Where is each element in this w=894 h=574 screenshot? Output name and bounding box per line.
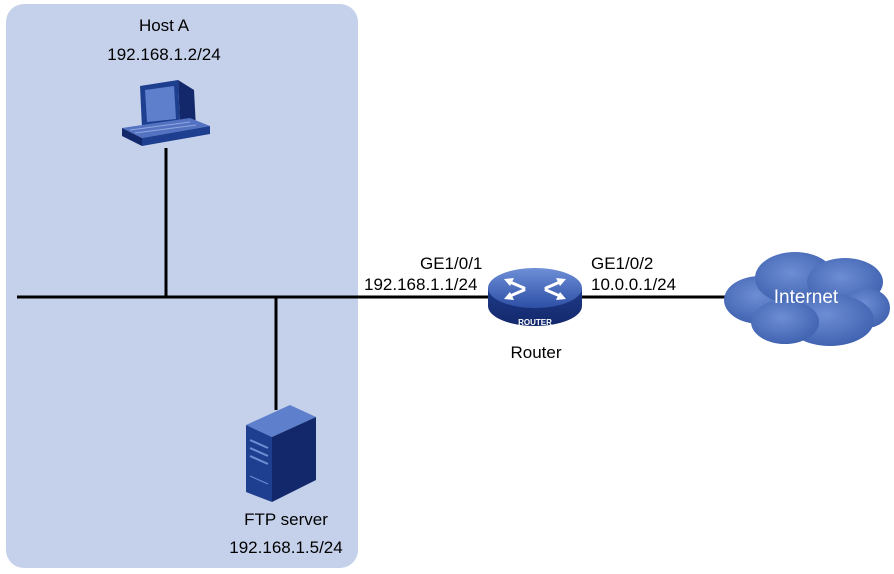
host-a-name: Host A [138, 16, 190, 35]
router-if2-name: GE1/0/2 [591, 254, 654, 273]
ftp-server-ip: 192.168.1.5/24 [229, 538, 343, 557]
links [17, 148, 726, 410]
internet-label: Internet [773, 287, 839, 308]
ftp-server-name: FTP server [244, 510, 328, 529]
host-a-ip: 192.168.1.2/24 [107, 45, 221, 64]
router-if1-ip: 192.168.1.1/24 [364, 275, 478, 294]
router-icon [488, 268, 582, 326]
router-if1-name: GE1/0/1 [420, 254, 483, 273]
router-name: Router [510, 343, 562, 362]
ftp-server-icon [246, 405, 316, 502]
router-badge: ROUTER [518, 318, 552, 327]
router-if2-ip: 10.0.0.1/24 [591, 275, 677, 294]
host-a-pc-icon [122, 80, 210, 146]
internet-cloud-icon [724, 252, 890, 346]
